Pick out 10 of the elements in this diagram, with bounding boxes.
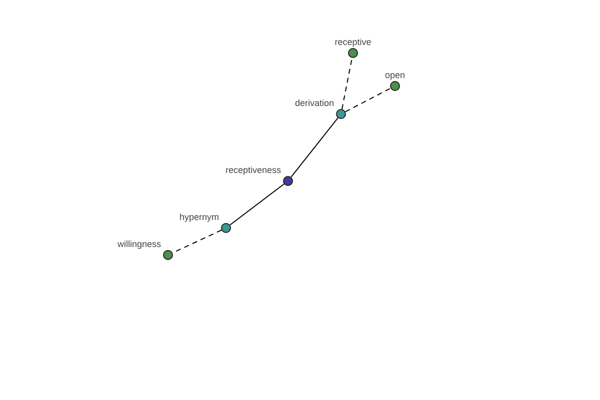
connector-line xyxy=(341,57,353,110)
node-label: willingness xyxy=(117,239,161,249)
node-label: receptiveness xyxy=(225,165,281,175)
connector-line xyxy=(290,117,338,178)
node-label: open xyxy=(384,70,406,80)
connector-line xyxy=(229,184,285,226)
node-label: hypernym xyxy=(179,212,219,222)
connector-line xyxy=(344,88,392,112)
node-label: receptive xyxy=(334,37,372,47)
node-label: derivation xyxy=(294,98,334,108)
